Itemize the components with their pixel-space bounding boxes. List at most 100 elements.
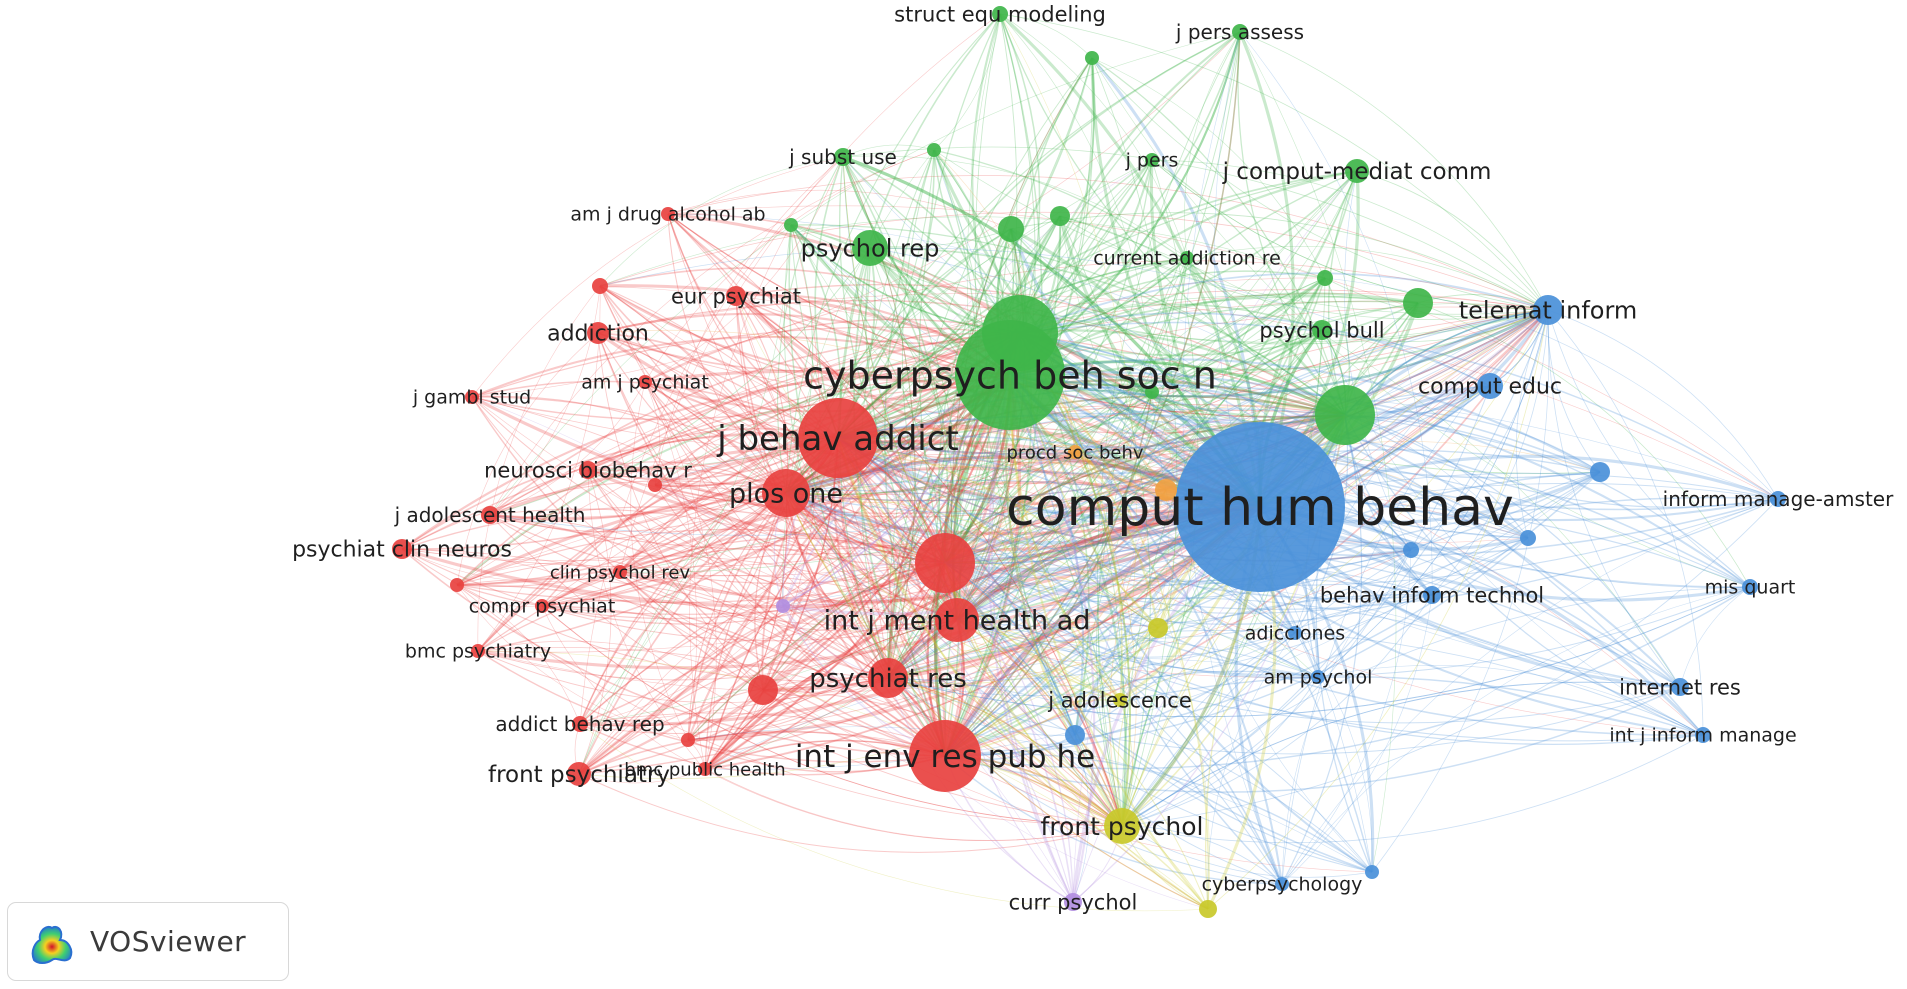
node-bmcpsy[interactable] (471, 644, 485, 658)
edge-adic-fpsych (1121, 632, 1296, 827)
node-g1011[interactable] (998, 216, 1024, 242)
node-jsu[interactable] (834, 148, 852, 166)
node-red600[interactable] (592, 278, 608, 294)
node-sem[interactable] (992, 6, 1008, 22)
node-ijmh[interactable] (935, 598, 979, 642)
node-fpsy[interactable] (567, 762, 591, 786)
node-pres[interactable] (868, 658, 908, 698)
edge-jah-pres (489, 514, 889, 679)
edge-jgs-ijer (471, 396, 946, 757)
node-ceduc[interactable] (1477, 373, 1503, 399)
node-b1528[interactable] (1520, 530, 1536, 546)
node-y1208[interactable] (1199, 900, 1217, 918)
node-red688[interactable] (681, 733, 695, 747)
node-cpsyc[interactable] (535, 599, 549, 613)
edge-cyberps-jpa (1182, 31, 1283, 885)
node-car[interactable] (1180, 251, 1194, 265)
node-ajda[interactable] (661, 207, 675, 221)
node-tel[interactable] (1533, 295, 1563, 325)
node-jcmc[interactable] (1345, 159, 1369, 183)
edge-sem-fpsych (974, 13, 1123, 827)
edge-sem-jba (837, 13, 1001, 439)
node-ijer[interactable] (909, 720, 981, 792)
edge-abr-g1345 (579, 414, 1346, 725)
node-label-pcn: psychiat clin neuros (292, 538, 512, 563)
edge-b1372-g1152 (1151, 391, 1373, 873)
node-jpers[interactable] (1145, 153, 1159, 167)
edge-bmcpsy-jba (477, 437, 839, 652)
edge-red705-jba (704, 437, 839, 771)
node-g1060[interactable] (1050, 206, 1070, 226)
node-g1345[interactable] (1315, 385, 1375, 445)
edge-cpsyc-gbig (541, 332, 1021, 607)
node-b1075[interactable] (1065, 725, 1085, 745)
node-jpa[interactable] (1232, 24, 1248, 40)
node-jba[interactable] (798, 398, 878, 478)
node-rsm[interactable] (748, 675, 778, 705)
edge-jah-jba (489, 432, 839, 516)
edge-currp-rbig (944, 562, 1074, 903)
node-addi[interactable] (587, 322, 609, 344)
node-bmcph[interactable] (698, 762, 712, 776)
edge-y1208-jba (837, 437, 1209, 910)
node-pr[interactable] (852, 230, 888, 266)
edge-g1011-ijmh (956, 228, 1025, 621)
edge-jcmc-rbig (944, 170, 1358, 564)
node-pbull[interactable] (1312, 320, 1332, 340)
edge-bmcpsy-pres (477, 650, 889, 704)
node-ires[interactable] (1671, 678, 1689, 696)
edge-cpsyc-plos (541, 492, 787, 607)
node-eurp[interactable] (726, 286, 746, 306)
edge-b1411-jcmc (1344, 170, 1412, 551)
edge-cpsyc-jba (541, 437, 839, 607)
node-b1372[interactable] (1365, 865, 1379, 879)
node-g1152[interactable] (1145, 385, 1159, 399)
node-o1166[interactable] (1155, 479, 1177, 501)
node-p783[interactable] (776, 599, 790, 613)
edge-rbig-fpsych (944, 562, 1123, 827)
node-amp[interactable] (1311, 670, 1325, 684)
node-psb[interactable] (1068, 445, 1082, 459)
node-b1600[interactable] (1590, 462, 1610, 482)
node-jah[interactable] (481, 506, 499, 524)
node-fpsych[interactable] (1104, 808, 1140, 844)
edge-abr-pres (579, 677, 889, 734)
node-ijim[interactable] (1695, 727, 1711, 743)
edge-red600-cbsn (599, 285, 1011, 382)
node-jgs[interactable] (465, 390, 479, 404)
edge-red600-rbig (599, 285, 946, 564)
node-plos[interactable] (762, 469, 810, 517)
edge-eurp-y1208 (735, 295, 1209, 910)
node-adic[interactable] (1288, 626, 1302, 640)
edge-b1528-plos (785, 446, 1529, 539)
node-g1325[interactable] (1317, 270, 1333, 286)
node-bit[interactable] (1423, 586, 1441, 604)
node-jado[interactable] (1113, 693, 1127, 707)
node-b1411[interactable] (1403, 542, 1419, 558)
node-mis[interactable] (1742, 579, 1758, 595)
node-red457[interactable] (450, 578, 464, 592)
edge-adic-b1372 (1294, 632, 1373, 873)
node-ajp[interactable] (638, 375, 652, 389)
node-rbig[interactable] (915, 533, 975, 593)
edge-cpsyc-red457 (456, 584, 543, 607)
node-g791[interactable] (784, 218, 798, 232)
edge-sem-plos (785, 13, 1001, 494)
edge-g791-plos (785, 224, 814, 494)
node-cyberps[interactable] (1275, 877, 1289, 891)
node-abr[interactable] (572, 716, 588, 732)
node-nbr[interactable] (579, 461, 597, 479)
node-g1418[interactable] (1403, 288, 1433, 318)
node-gbig[interactable] (982, 295, 1058, 371)
edge-red600-b1528 (599, 285, 1529, 544)
node-g934[interactable] (927, 143, 941, 157)
node-cpr[interactable] (613, 565, 627, 579)
node-ima[interactable] (1770, 491, 1786, 507)
node-chb[interactable] (1175, 422, 1345, 592)
edge-eurp-g1345 (735, 283, 1346, 416)
node-pcn[interactable] (392, 539, 412, 559)
node-g1092[interactable] (1085, 51, 1099, 65)
node-red655[interactable] (648, 478, 662, 492)
node-y1158[interactable] (1148, 618, 1168, 638)
node-currp[interactable] (1064, 893, 1082, 911)
